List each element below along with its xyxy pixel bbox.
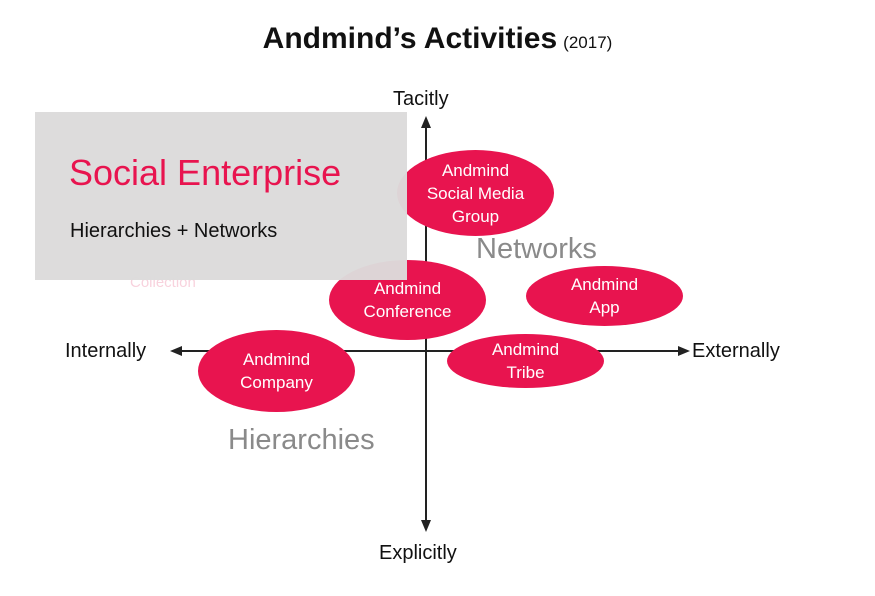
bubble-label: Andmind Social Media Group xyxy=(426,160,525,226)
axis-label-left: Internally xyxy=(65,340,147,362)
arrow-down-icon xyxy=(421,520,431,532)
bubble-company: Andmind Company xyxy=(198,330,355,412)
bubble-tribe: Andmind Tribe xyxy=(447,334,604,388)
arrow-right-icon xyxy=(678,346,690,356)
bubble-label: Andmind Company xyxy=(240,350,313,392)
zone-label-networks: Networks xyxy=(476,233,597,265)
arrow-up-icon xyxy=(421,116,431,128)
axis-label-bottom: Explicitly xyxy=(379,542,457,564)
arrow-left-icon xyxy=(170,346,182,356)
bubble-app: Andmind App xyxy=(526,266,683,326)
axis-label-top: Tacitly xyxy=(393,88,449,110)
zone-label-hierarchies: Hierarchies xyxy=(228,424,375,456)
bubble-label: Andmind App xyxy=(570,275,639,317)
axis-label-right: Externally xyxy=(692,340,780,362)
callout-box: Social Enterprise Hierarchies + Networks xyxy=(35,112,407,280)
callout-subtitle: Hierarchies + Networks xyxy=(70,220,278,242)
title-year: (2017) xyxy=(563,33,613,52)
bubble-label: Andmind Tribe xyxy=(491,340,560,382)
bubble-social-media-group: Andmind Social Media Group xyxy=(397,150,554,236)
bubble-label: Andmind Conference xyxy=(363,279,452,321)
diagram-title: Andmind’s Activities (2017) xyxy=(0,22,875,56)
title-text: Andmind’s Activities xyxy=(262,22,558,55)
callout-title: Social Enterprise xyxy=(69,152,342,193)
